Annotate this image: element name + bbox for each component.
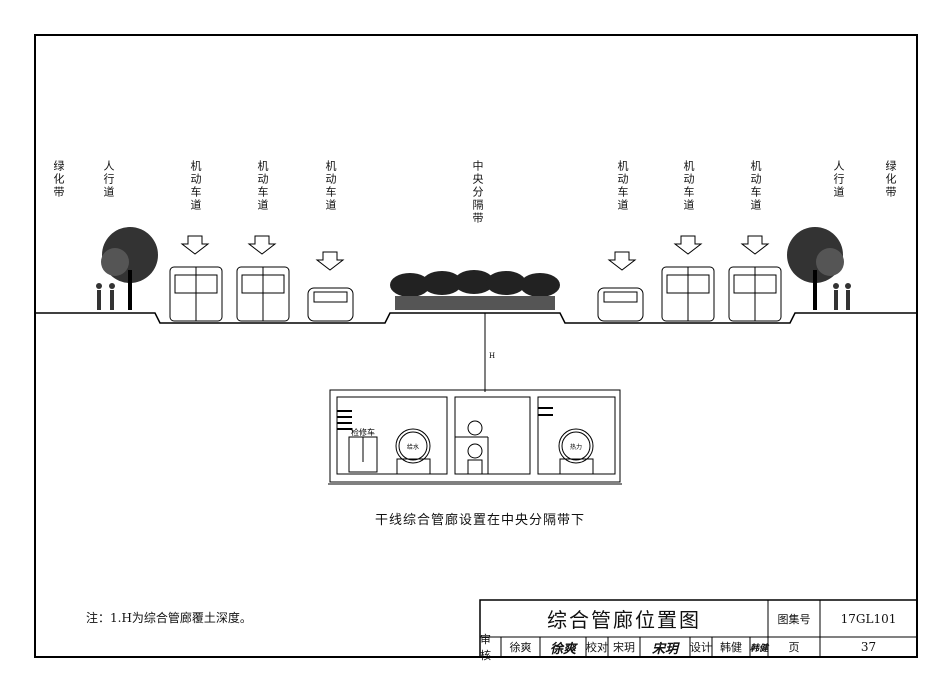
check-label: 校对 [586, 641, 608, 654]
label-sidewalk-left: 人行道 [102, 160, 115, 199]
heat-pipe-label: 热力 [570, 443, 582, 451]
design-label: 设计 [690, 641, 712, 654]
street-tree-left [101, 227, 158, 310]
reviewer-signature: 徐爽 [549, 641, 576, 657]
median-shrubs [390, 270, 560, 310]
checker-signature: 宋玥 [651, 641, 678, 657]
designer-name: 韩健 [720, 641, 742, 654]
label-motor-lane-1: 机动车道 [189, 160, 202, 212]
label-motor-lane-6: 机动车道 [749, 160, 762, 212]
depth-label: H [489, 352, 495, 360]
atlas-no: 17GL101 [840, 611, 897, 626]
street-tree-right [787, 227, 844, 310]
reviewer-name: 徐爽 [509, 641, 532, 654]
drawing-title: 综合管廊位置图 [547, 608, 701, 632]
label-median: 中央分隔带 [471, 160, 484, 225]
label-motor-lane-4: 机动车道 [616, 160, 629, 212]
review-label: 审核 [480, 633, 491, 662]
pedestrians [96, 283, 851, 310]
checker-name: 宋玥 [613, 641, 635, 654]
label-green-belt-right: 绿化带 [884, 160, 897, 199]
page-label: 页 [788, 641, 800, 654]
lane-arrows [180, 235, 770, 271]
label-sidewalk-right: 人行道 [832, 160, 845, 199]
road-profile [35, 312, 917, 324]
title-block-grid [479, 599, 918, 658]
designer-signature: 韩健 [750, 643, 769, 654]
label-green-belt-left: 绿化带 [52, 160, 65, 199]
figure-caption: 干线综合管廊设置在中央分隔带下 [375, 513, 586, 528]
label-motor-lane-2: 机动车道 [256, 160, 269, 212]
label-motor-lane-5: 机动车道 [682, 160, 695, 212]
label-motor-lane-3: 机动车道 [324, 160, 337, 212]
vehicles [169, 266, 782, 322]
page-number: 37 [860, 640, 877, 654]
maintenance-vehicle-label: 检修车 [351, 427, 375, 437]
utility-tunnel [328, 389, 622, 485]
water-pipe-label: 给水 [407, 443, 419, 451]
atlas-no-label: 图集号 [777, 612, 811, 626]
sheet-frame [34, 34, 918, 658]
note-text: 注：1.H为综合管廊覆土深度。 [86, 611, 252, 625]
